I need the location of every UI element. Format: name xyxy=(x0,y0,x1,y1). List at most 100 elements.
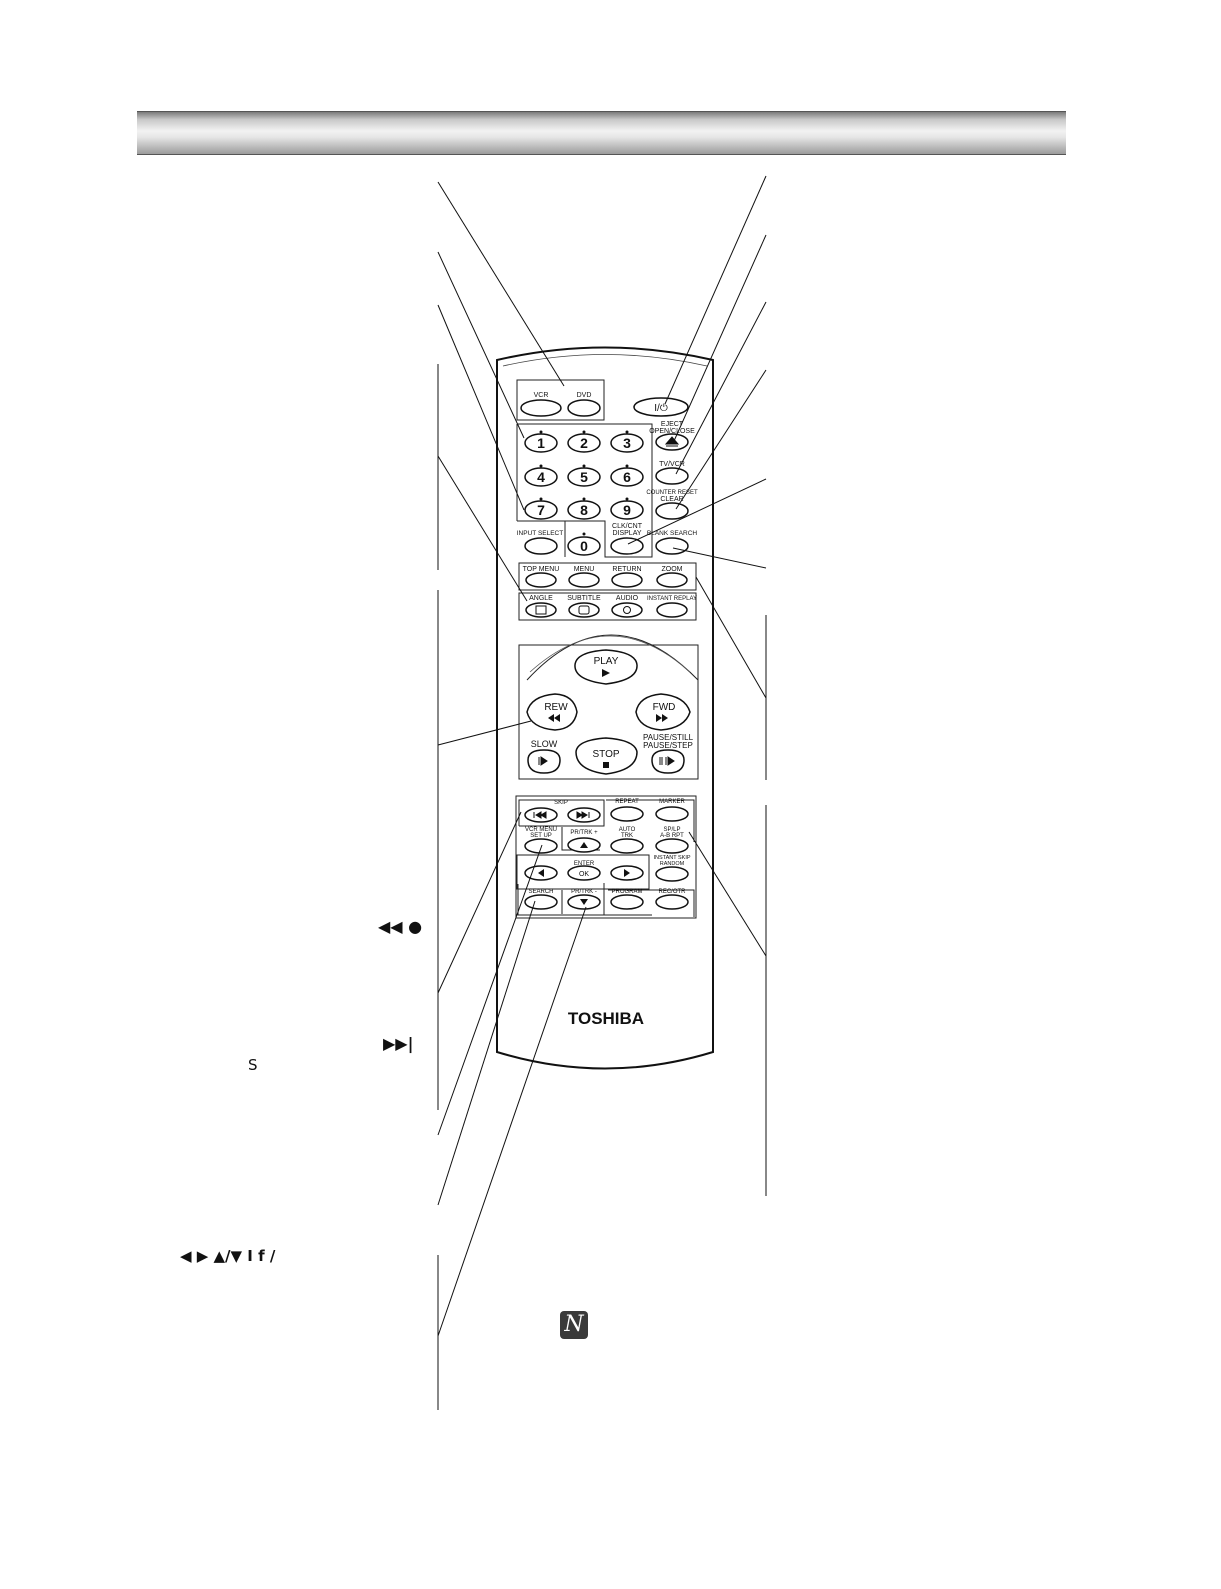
display-button[interactable] xyxy=(610,537,644,555)
sp-lp-label: SP/LP xyxy=(663,827,680,833)
digit-5-button[interactable] xyxy=(567,467,601,487)
clk-cnt-label: CLK/CNT xyxy=(612,523,643,530)
repeat-button[interactable] xyxy=(610,806,644,822)
digit-4-button[interactable] xyxy=(524,467,558,487)
counter-reset-label: COUNTER RESET xyxy=(646,490,698,496)
eject-icon xyxy=(664,436,680,447)
subtitle-button[interactable] xyxy=(568,602,600,618)
toshiba-logo: TOSHIBA xyxy=(568,1009,644,1028)
angle-label: ANGLE xyxy=(529,595,553,602)
splp-button[interactable] xyxy=(655,838,689,854)
vcr-button[interactable] xyxy=(520,399,562,417)
audio-label: AUDIO xyxy=(616,595,639,602)
digit-0-button[interactable] xyxy=(567,536,601,556)
counter-reset-button[interactable] xyxy=(655,502,689,520)
left-arrow-icon xyxy=(538,869,544,877)
digit-2-button[interactable] xyxy=(567,433,601,453)
digit-1-button[interactable] xyxy=(524,433,558,453)
rec-otr-label: REC/OTR xyxy=(659,889,687,895)
digit-3-button[interactable] xyxy=(610,433,644,453)
slow-label: SLOW xyxy=(531,739,558,749)
digit-5-label: 5 xyxy=(580,469,588,485)
search-label: SEARCH xyxy=(528,889,553,895)
random-label: RANDOM xyxy=(660,861,685,867)
arrow-keys-symbol: ◀ ▶ ▲/▼ I f / xyxy=(180,1247,276,1265)
number-keypad: 1 2 3 4 5 6 7 8 9 0 xyxy=(524,430,644,556)
instant-skip-label: INSTANT SKIP xyxy=(653,855,690,861)
digit-7-button[interactable] xyxy=(524,500,558,520)
digit-9-label: 9 xyxy=(623,502,631,518)
blank-search-label: BLANK SEARCH xyxy=(647,530,698,537)
rew-label: REW xyxy=(544,702,568,713)
blank-search-button[interactable] xyxy=(655,537,689,555)
zoom-button[interactable] xyxy=(656,572,688,588)
top-menu-label: TOP MENU xyxy=(523,566,560,573)
menu-button[interactable] xyxy=(568,572,600,588)
marker-button[interactable] xyxy=(655,806,689,822)
skip-next-icon xyxy=(576,811,590,819)
digit-4-label: 4 xyxy=(537,469,545,485)
fast-forward-icon xyxy=(656,714,668,722)
rec-otr-button[interactable] xyxy=(655,894,689,910)
setup-label: SET UP xyxy=(530,833,552,839)
subtitle-icon xyxy=(578,605,590,615)
remote-body xyxy=(496,346,714,1070)
zoom-label: ZOOM xyxy=(662,566,683,573)
fwd-button[interactable] xyxy=(635,693,691,731)
play-icon xyxy=(602,669,610,677)
slow-icon xyxy=(538,756,548,766)
rewind-icon xyxy=(548,714,560,722)
note-icon: N xyxy=(560,1311,588,1339)
pr-trk-plus-label: PR/TRK + xyxy=(570,830,598,836)
subtitle-label: SUBTITLE xyxy=(567,595,601,602)
trk-label: TRK xyxy=(621,833,633,839)
up-arrow-icon xyxy=(580,842,588,848)
pr-trk-minus-label: PR/TRK - xyxy=(571,889,597,895)
top-menu-button[interactable] xyxy=(525,572,557,588)
vcr-menu-button[interactable] xyxy=(524,838,558,854)
digit-7-label: 7 xyxy=(537,502,545,518)
fwd-label: FWD xyxy=(653,702,676,713)
stop-button[interactable] xyxy=(575,737,638,775)
digit-6-button[interactable] xyxy=(610,467,644,487)
search-button[interactable] xyxy=(524,894,558,910)
leader-lines xyxy=(437,175,767,1410)
tvvcr-button[interactable] xyxy=(655,467,689,485)
camera-icon xyxy=(535,605,547,615)
digit-3-label: 3 xyxy=(623,435,631,451)
dvd-button[interactable] xyxy=(567,399,601,417)
audio-button[interactable] xyxy=(611,602,643,618)
s-symbol: S xyxy=(248,1056,258,1074)
pause-still-label: PAUSE/STILL xyxy=(643,733,694,742)
rew-button[interactable] xyxy=(526,693,578,731)
input-select-button[interactable] xyxy=(524,537,558,555)
enter-label: ENTER xyxy=(574,861,595,867)
auto-trk-button[interactable] xyxy=(610,838,644,854)
instant-skip-button[interactable] xyxy=(655,866,689,882)
return-label: RETURN xyxy=(612,566,641,573)
digit-9-button[interactable] xyxy=(610,500,644,520)
dvd-button-label: DVD xyxy=(577,392,592,399)
angle-button[interactable] xyxy=(525,602,557,618)
instant-replay-button[interactable] xyxy=(656,602,688,618)
skip-prev-symbol: ◀◀ ● xyxy=(378,917,423,936)
digit-8-button[interactable] xyxy=(567,500,601,520)
down-arrow-icon xyxy=(580,899,588,905)
digit-1-label: 1 xyxy=(537,435,545,451)
program-label: PROGRAM xyxy=(611,889,642,895)
digit-8-label: 8 xyxy=(580,502,588,518)
stop-label: STOP xyxy=(592,749,619,760)
play-button[interactable] xyxy=(574,649,638,685)
pause-step-label: PAUSE/STEP xyxy=(643,741,693,750)
skip-label: SKIP xyxy=(554,800,568,806)
display-label: DISPLAY xyxy=(612,530,641,537)
vcr-menu-label: VCR MENU xyxy=(525,827,557,833)
return-button[interactable] xyxy=(611,572,643,588)
audio-icon xyxy=(623,606,631,614)
program-button[interactable] xyxy=(610,894,644,910)
section-header-bar xyxy=(137,111,1066,155)
power-button[interactable] xyxy=(633,397,689,417)
ok-button[interactable] xyxy=(567,865,601,881)
stop-icon xyxy=(603,762,609,768)
